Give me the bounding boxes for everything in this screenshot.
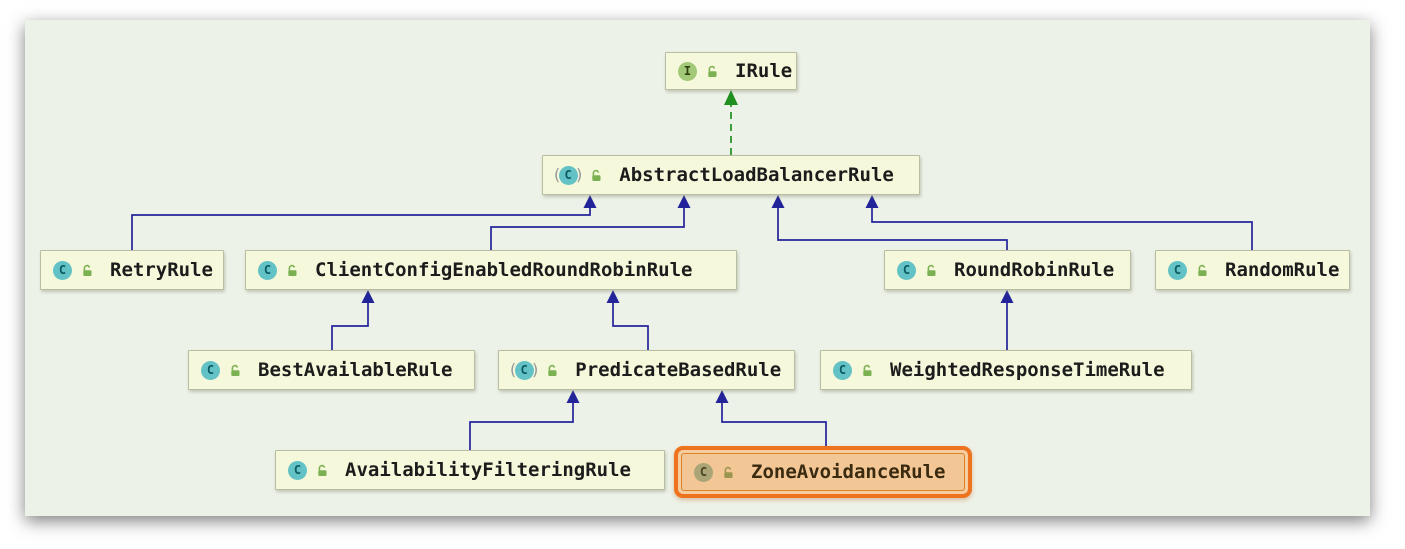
open-lock-icon (286, 264, 299, 277)
class-node-roundrobinrule[interactable]: C RoundRobinRule (884, 250, 1131, 290)
open-lock-icon (590, 169, 603, 182)
selection-highlight[interactable]: C ZoneAvoidanceRule (674, 446, 972, 498)
class-node-bestavailablerule[interactable]: C BestAvailableRule (188, 350, 475, 390)
class-name-label: IRule (735, 60, 793, 82)
open-lock-icon (925, 264, 938, 277)
class-node-irule[interactable]: I IRule (665, 52, 797, 90)
open-lock-icon (1196, 264, 1209, 277)
open-lock-icon (229, 364, 242, 377)
class-icon: C (288, 460, 307, 480)
abstract-class-icon: (C) (552, 164, 585, 185)
class-icon: C (897, 260, 916, 280)
class-icon: C (694, 462, 713, 482)
class-name-label: ClientConfigEnabledRoundRobinRule (315, 259, 693, 281)
open-lock-icon (81, 264, 94, 277)
interface-icon: I (678, 61, 697, 81)
class-name-label: PredicateBasedRule (575, 359, 782, 381)
class-node-weightedresponsetimerule[interactable]: C WeightedResponseTimeRule (820, 350, 1192, 390)
open-lock-icon (706, 65, 719, 78)
class-name-label: BestAvailableRule (258, 359, 453, 381)
open-lock-icon (546, 364, 559, 377)
class-icon: C (1168, 260, 1187, 280)
class-name-label: AvailabilityFilteringRule (345, 459, 631, 481)
class-name-label: RoundRobinRule (954, 259, 1115, 281)
abstract-class-icon: (C) (508, 359, 541, 380)
open-lock-icon (861, 364, 874, 377)
class-node-clientconfigenabledroundrobinrule[interactable]: C ClientConfigEnabledRoundRobinRule (245, 250, 737, 290)
class-name-label: AbstractLoadBalancerRule (619, 164, 894, 186)
class-name-label: ZoneAvoidanceRule (751, 461, 946, 483)
class-icon: C (53, 260, 72, 280)
class-node-availabilityfilteringrule[interactable]: C AvailabilityFilteringRule (275, 450, 665, 490)
class-name-label: RetryRule (110, 259, 213, 281)
class-node-randomrule[interactable]: C RandomRule (1155, 250, 1350, 290)
open-lock-icon (722, 466, 735, 479)
class-node-retryrule[interactable]: C RetryRule (40, 250, 224, 290)
class-name-label: RandomRule (1225, 259, 1340, 281)
class-node-predicatebasedrule[interactable]: (C) PredicateBasedRule (498, 350, 795, 390)
class-node-abstractloadbalancerrule[interactable]: (C) AbstractLoadBalancerRule (542, 155, 920, 195)
class-icon: C (833, 360, 852, 380)
class-icon: C (258, 260, 277, 280)
class-icon: C (201, 360, 220, 380)
class-name-label: WeightedResponseTimeRule (890, 359, 1165, 381)
open-lock-icon (316, 464, 329, 477)
class-node-zoneavoidancerule[interactable]: C ZoneAvoidanceRule (681, 453, 965, 491)
